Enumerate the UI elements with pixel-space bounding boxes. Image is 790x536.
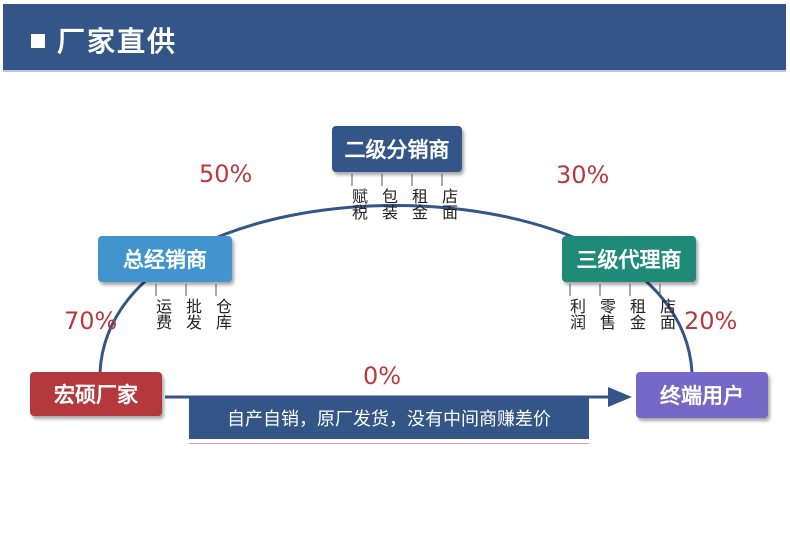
cost-label: 利润 [567, 298, 586, 330]
percent-20: 20% [684, 307, 738, 335]
cost-label: 店面 [657, 298, 676, 330]
node-second-label: 二级分销商 [344, 138, 450, 162]
percent-70: 70% [64, 307, 118, 335]
page-title: 厂家直供 [57, 25, 178, 58]
arc-path [98, 204, 694, 373]
node-factory-label: 宏硕厂家 [54, 383, 138, 407]
cost-label: 赋税 [349, 188, 368, 220]
node-general-label: 总经销商 [123, 248, 207, 272]
banner-underline [189, 443, 589, 444]
bullet-square-icon [31, 34, 45, 48]
arrow-head-icon [608, 387, 632, 407]
cost-label: 店面 [439, 188, 458, 220]
cost-label: 包装 [379, 188, 398, 220]
node-general-distributor: 总经销商 [98, 236, 232, 282]
percent-30: 30% [556, 161, 610, 189]
node-user-label: 终端用户 [660, 384, 744, 408]
cost-label: 批发 [183, 298, 202, 330]
percent-0: 0% [363, 362, 402, 390]
header-bar: 厂家直供 [3, 4, 786, 72]
direct-supply-banner: 自产自销，原厂发货，没有中间商赚差价 [189, 397, 589, 439]
cost-label: 零售 [597, 298, 616, 330]
cost-label: 租金 [409, 188, 428, 220]
cost-label: 运费 [153, 298, 172, 330]
banner-text: 自产自销，原厂发货，没有中间商赚差价 [227, 409, 551, 430]
node-third-agent: 三级代理商 [562, 236, 696, 282]
percent-50: 50% [199, 160, 253, 188]
node-end-user: 终端用户 [636, 372, 768, 418]
costs-second: 赋税 包装 租金 店面 [337, 188, 458, 220]
node-factory: 宏硕厂家 [30, 372, 162, 416]
costs-third: 利润 零售 租金 店面 [555, 298, 676, 330]
cost-label: 租金 [627, 298, 646, 330]
cost-label: 仓库 [213, 298, 232, 330]
costs-general: 运费 批发 仓库 [141, 298, 232, 330]
node-third-label: 三级代理商 [576, 248, 682, 272]
node-second-distributor: 二级分销商 [332, 126, 462, 172]
